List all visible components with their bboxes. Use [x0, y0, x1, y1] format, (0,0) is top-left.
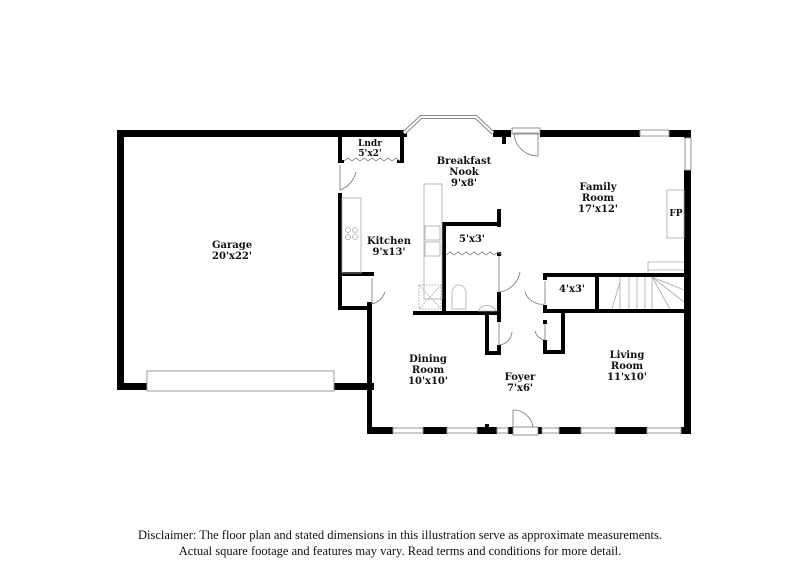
room-name-line1: Breakfast [436, 156, 492, 167]
room-name-line2: Room [610, 361, 644, 372]
room-label-laundry: Lndr 5'x2' [358, 139, 382, 159]
room-name-line2: Room [411, 365, 445, 376]
room-dims: 11'x10' [607, 372, 647, 383]
room-label-dining-room: Dining Room 10'x10' [408, 354, 448, 387]
kitchen-fixtures [341, 183, 685, 312]
fireplace-text: FP [669, 209, 683, 219]
room-name: Lndr [358, 139, 382, 149]
laundry-folding-door [343, 157, 503, 256]
room-label-living-room: Living Room 11'x10' [607, 350, 647, 383]
room-dims: 9'x8' [450, 178, 477, 189]
room-name-line1: Living [609, 350, 645, 361]
fireplace-label: FP [669, 209, 682, 219]
room-name: Foyer [504, 372, 536, 383]
room-dims: 10'x10' [408, 376, 448, 387]
room-dims: 17'x12' [578, 204, 618, 215]
room-label-family-room: Family Room 17'x12' [578, 182, 618, 215]
room-name-line1: Dining [409, 354, 447, 365]
disclaimer-line-1: Disclaimer: The floor plan and stated di… [138, 528, 662, 542]
room-label-kitchen: Kitchen 9'x13' [367, 236, 411, 258]
room-label-garage: Garage 20'x22' [212, 240, 252, 262]
room-label-foyer: Foyer 7'x6' [505, 372, 536, 394]
room-dims: 5'x2' [358, 149, 382, 159]
room-name: Kitchen [366, 236, 412, 247]
room-name-line2: Room [581, 193, 615, 204]
disclaimer: Disclaimer: The floor plan and stated di… [0, 527, 800, 559]
exterior-walls [117, 130, 691, 434]
windows [146, 115, 692, 434]
room-dims: 7'x6' [506, 383, 534, 394]
room-label-breakfast-nook: Breakfast Nook 9'x8' [437, 156, 492, 189]
room-dims: 4'x3' [558, 284, 586, 295]
room-name-line1: Family [579, 182, 617, 193]
room-dims: 5'x3' [458, 234, 486, 245]
room-label-closet-5x3: 5'x3' [459, 234, 485, 245]
interior-walls [338, 130, 685, 355]
disclaimer-line-2: Actual square footage and features may v… [178, 544, 622, 558]
room-dims: 9'x13' [372, 247, 406, 258]
room-label-closet-4x3: 4'x3' [559, 284, 585, 295]
doors [339, 127, 546, 436]
room-name: Garage [211, 240, 253, 251]
room-dims: 20'x22' [212, 251, 252, 262]
room-name-line2: Nook [449, 167, 479, 178]
